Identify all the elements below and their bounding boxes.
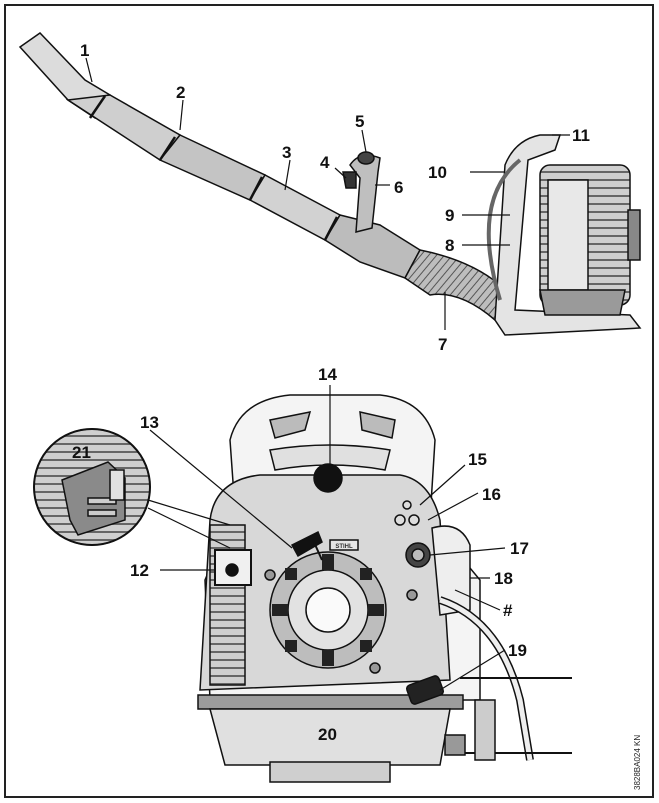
callout-2: 2	[176, 83, 185, 102]
brand-label: STIHL	[335, 544, 353, 550]
backpack-side-view	[486, 134, 642, 336]
blower-tube-rear	[248, 174, 342, 241]
callout-20: 20	[318, 725, 337, 744]
callout-15: 15	[468, 450, 487, 469]
callout-21: 21	[72, 443, 91, 462]
callout-18: 18	[494, 569, 513, 588]
callout-10: 10	[428, 163, 447, 182]
inset-detail	[33, 428, 252, 586]
blower-tube-middle	[158, 134, 267, 201]
callout-1: 1	[80, 41, 89, 60]
callout-6: 6	[394, 178, 403, 197]
starter-grip	[290, 530, 323, 558]
engine-front-view	[197, 394, 572, 783]
callout-4: 4	[320, 153, 330, 172]
callout-16: 16	[482, 485, 501, 504]
handle-switch	[357, 151, 375, 165]
flexible-hose	[404, 249, 501, 322]
callout-17: 17	[510, 539, 529, 558]
callout-9: 9	[445, 206, 454, 225]
callout-5: 5	[355, 112, 364, 131]
callout-hash: #	[503, 601, 513, 620]
callout-11: 11	[572, 126, 590, 145]
figure-code: 3828BA024 KN	[633, 735, 642, 790]
blower-tube-assembly	[18, 32, 501, 322]
blower-tube-front	[65, 94, 182, 162]
callout-3: 3	[282, 143, 291, 162]
callout-12: 12	[130, 561, 149, 580]
callout-7: 7	[438, 335, 447, 354]
leader-lines	[85, 57, 570, 691]
top-cap	[313, 463, 343, 493]
callout-14: 14	[318, 365, 337, 384]
callout-8: 8	[445, 236, 454, 255]
callout-13: 13	[140, 413, 159, 432]
throttle-trigger	[342, 171, 357, 189]
callout-19: 19	[508, 641, 527, 660]
